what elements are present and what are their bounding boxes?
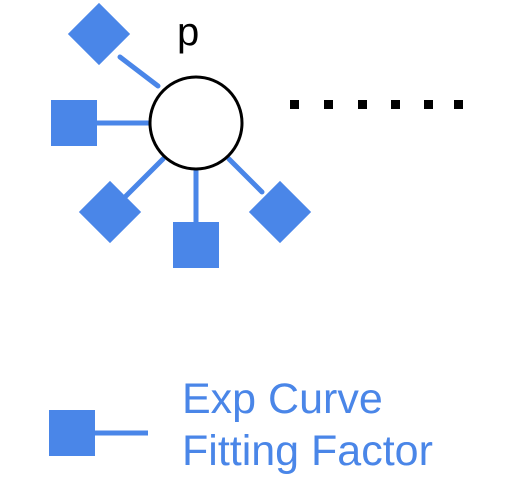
factors <box>51 2 312 268</box>
edge-top-left <box>117 54 161 89</box>
factor-bottom-left <box>78 180 142 244</box>
edge-bottom-right <box>226 156 265 195</box>
dot <box>391 100 400 109</box>
dot <box>454 100 463 109</box>
dot <box>424 100 433 109</box>
legend-line-2: Fitting Factor <box>182 427 433 475</box>
factor-left <box>51 100 97 146</box>
dot <box>324 100 333 109</box>
legend-text: Exp Curve Fitting Factor <box>182 373 433 477</box>
legend-line-1: Exp Curve <box>182 375 383 423</box>
factor-edges <box>93 54 265 226</box>
factor-bottom <box>173 222 219 268</box>
edge-bottom-left <box>123 156 166 199</box>
dot <box>358 100 367 109</box>
square-factor-icon <box>49 410 148 456</box>
node-label-p: p <box>177 10 200 54</box>
legend-square <box>49 410 95 456</box>
variable-node-p <box>148 75 244 171</box>
dot <box>290 100 299 109</box>
continuation-dots <box>290 100 463 109</box>
factor-bottom-right <box>248 180 312 244</box>
